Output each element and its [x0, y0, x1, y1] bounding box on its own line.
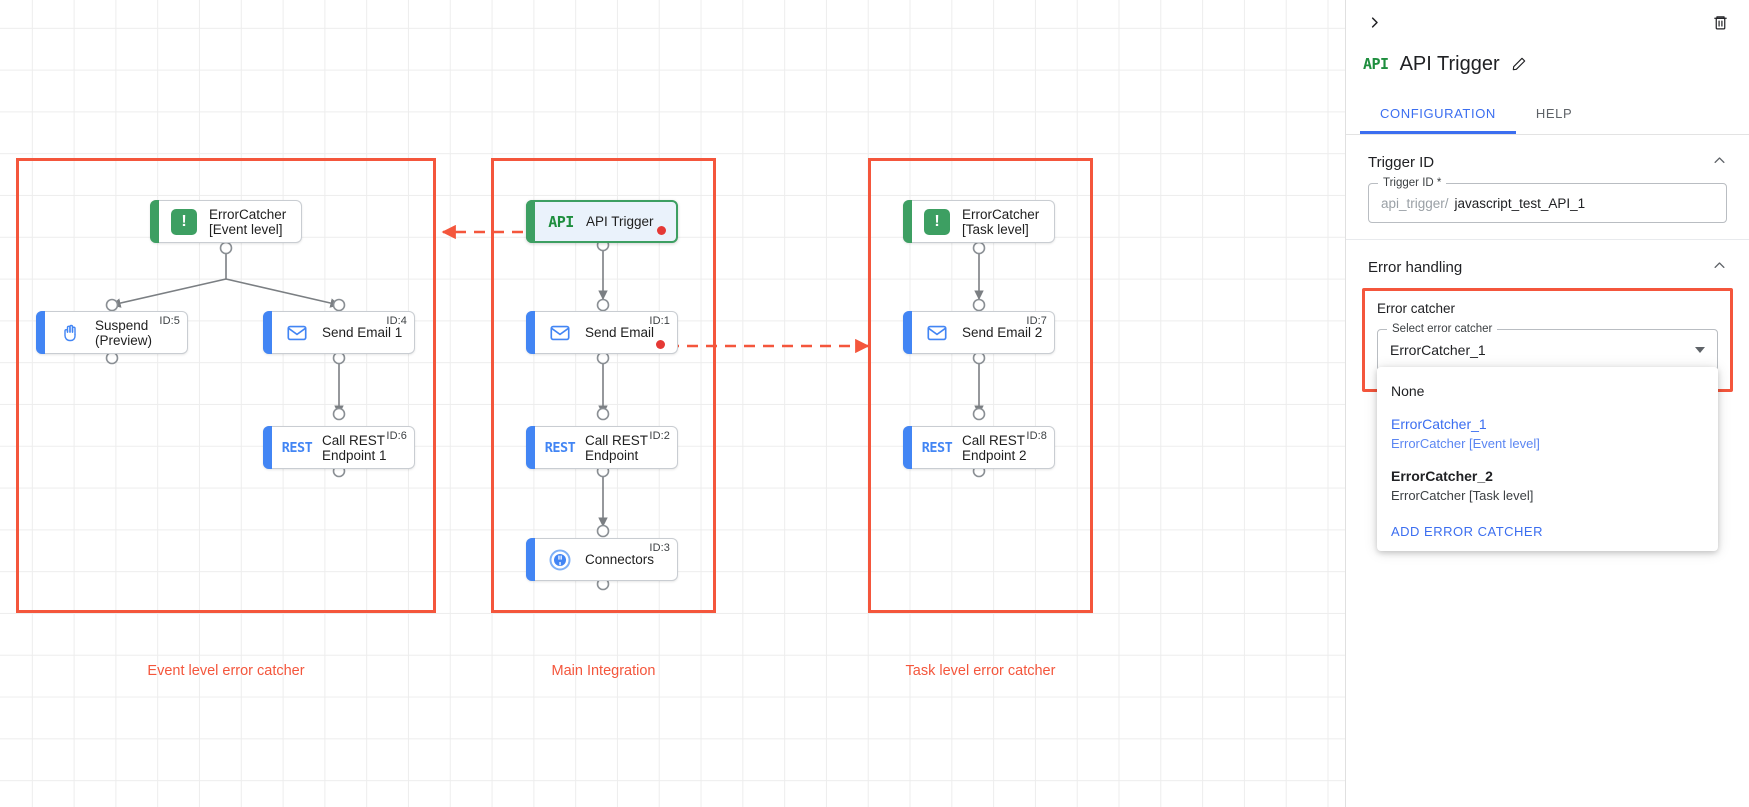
node-label: ErrorCatcher [Event level] [209, 206, 287, 237]
node-error-catcher-event-level[interactable]: ! ErrorCatcher [Event level] [150, 200, 302, 243]
api-icon: API [1363, 54, 1389, 73]
node-accent-bar [526, 311, 535, 354]
node-error-catcher-task-level[interactable]: ! ErrorCatcher [Task level] [903, 200, 1055, 243]
chevron-right-icon[interactable] [1360, 8, 1388, 36]
menu-item-errorcatcher-1[interactable]: ErrorCatcher_1 ErrorCatcher [Event level… [1391, 416, 1540, 451]
node-suspend[interactable]: Suspend (Preview) ID:5 [36, 311, 188, 354]
menu-item-errorcatcher-2[interactable]: ErrorCatcher_2 ErrorCatcher [Task level] [1391, 468, 1534, 503]
section-divider [1346, 239, 1749, 240]
trash-icon[interactable] [1707, 9, 1733, 35]
rest-icon: REST [281, 439, 313, 456]
node-call-rest-endpoint-2[interactable]: REST Call REST Endpoint 2 ID:8 [903, 426, 1055, 469]
error-catcher-icon: ! [169, 207, 199, 237]
node-connectors[interactable]: Connectors ID:3 [526, 538, 678, 581]
node-label: API Trigger [586, 214, 654, 229]
envelope-icon [545, 318, 575, 348]
node-send-email[interactable]: Send Email ID:1 [526, 311, 678, 354]
node-label: Call REST Endpoint 2 [962, 432, 1027, 463]
node-id-badge: ID:1 [649, 315, 670, 327]
node-accent-bar [903, 311, 912, 354]
chevron-up-icon[interactable] [1712, 258, 1727, 276]
group-caption-task-level: Task level error catcher [905, 663, 1056, 679]
node-send-email-2[interactable]: Send Email 2 ID:7 [903, 311, 1055, 354]
error-catcher-dropdown-menu: None ErrorCatcher_1 ErrorCatcher [Event … [1377, 367, 1718, 551]
panel-header: API API Trigger [1346, 44, 1749, 84]
tab-configuration[interactable]: CONFIGURATION [1360, 98, 1516, 134]
envelope-icon [922, 318, 952, 348]
node-error-indicator [656, 340, 665, 349]
node-label: Send Email 1 [322, 325, 403, 340]
select-error-catcher-legend: Select error catcher [1387, 323, 1498, 335]
node-accent-bar [903, 426, 912, 469]
node-accent-bar [526, 426, 535, 469]
node-label: Send Email 2 [962, 325, 1043, 340]
node-accent-bar [903, 200, 912, 243]
add-error-catcher-button[interactable]: ADD ERROR CATCHER [1391, 524, 1543, 539]
group-box-task-level [868, 158, 1093, 613]
node-label: Connectors [585, 552, 655, 567]
error-catcher-highlight: Error catcher Select error catcher Error… [1362, 288, 1733, 551]
group-caption-event-level: Event level error catcher [147, 663, 305, 679]
select-error-catcher-value: ErrorCatcher_1 [1390, 342, 1486, 358]
page-title: API Trigger [1399, 52, 1500, 75]
group-box-event-level [16, 158, 436, 613]
section-header-error-handling[interactable]: Error handling [1346, 240, 1749, 288]
node-label: Call REST Endpoint 1 [322, 432, 387, 463]
trigger-id-prefix: api_trigger/ [1381, 195, 1449, 211]
chevron-up-icon[interactable] [1712, 153, 1727, 171]
select-error-catcher[interactable]: Select error catcher ErrorCatcher_1 [1377, 323, 1718, 371]
panel-toolbar [1346, 0, 1749, 44]
properties-panel: API API Trigger CONFIGURATION HELP Trigg… [1345, 0, 1749, 807]
node-call-rest-endpoint[interactable]: REST Call REST Endpoint ID:2 [526, 426, 678, 469]
workflow-canvas[interactable]: Event level error catcher Main Integrati… [0, 0, 1345, 807]
group-box-main-integration [491, 158, 716, 613]
error-catcher-label: Error catcher [1377, 301, 1456, 316]
node-accent-bar [526, 200, 535, 243]
node-id-badge: ID:7 [1026, 315, 1047, 327]
node-id-badge: ID:8 [1026, 430, 1047, 442]
panel-tabs: CONFIGURATION HELP [1346, 98, 1749, 135]
api-icon: API [548, 212, 574, 231]
rest-icon: REST [921, 439, 953, 456]
group-caption-main-integration: Main Integration [551, 663, 656, 679]
rest-icon: REST [544, 439, 576, 456]
node-call-rest-endpoint-1[interactable]: REST Call REST Endpoint 1 ID:6 [263, 426, 415, 469]
node-error-indicator [657, 226, 666, 235]
tab-help[interactable]: HELP [1535, 106, 1573, 121]
chevron-down-icon[interactable] [1695, 347, 1705, 353]
node-accent-bar [36, 311, 45, 354]
section-title: Trigger ID [1368, 153, 1435, 171]
trigger-id-input[interactable]: Trigger ID * api_trigger/ javascript_tes… [1368, 177, 1727, 223]
trigger-id-value: javascript_test_API_1 [1454, 195, 1586, 211]
node-label: Suspend (Preview) [95, 317, 153, 348]
section-title: Error handling [1368, 258, 1463, 276]
node-label: Send Email [585, 325, 655, 340]
node-id-badge: ID:4 [386, 315, 407, 327]
node-send-email-1[interactable]: Send Email 1 ID:4 [263, 311, 415, 354]
node-api-trigger[interactable]: API API Trigger [526, 200, 678, 243]
envelope-icon [282, 318, 312, 348]
node-id-badge: ID:6 [386, 430, 407, 442]
node-id-badge: ID:5 [159, 315, 180, 327]
node-accent-bar [150, 200, 159, 243]
trigger-id-field-wrap: Trigger ID * api_trigger/ javascript_tes… [1368, 177, 1727, 223]
node-label: ErrorCatcher [Task level] [962, 206, 1040, 237]
node-accent-bar [526, 538, 535, 581]
section-header-trigger-id[interactable]: Trigger ID [1346, 135, 1749, 183]
node-id-badge: ID:2 [649, 430, 670, 442]
trigger-id-legend: Trigger ID * [1378, 177, 1447, 189]
connectors-icon [545, 545, 575, 575]
error-catcher-icon: ! [922, 207, 952, 237]
pencil-icon[interactable] [1511, 56, 1527, 72]
node-accent-bar [263, 311, 272, 354]
node-id-badge: ID:3 [649, 542, 670, 554]
menu-item-none[interactable]: None [1391, 383, 1425, 399]
node-accent-bar [263, 426, 272, 469]
node-label: Call REST Endpoint [585, 432, 649, 463]
hand-icon [55, 318, 85, 348]
